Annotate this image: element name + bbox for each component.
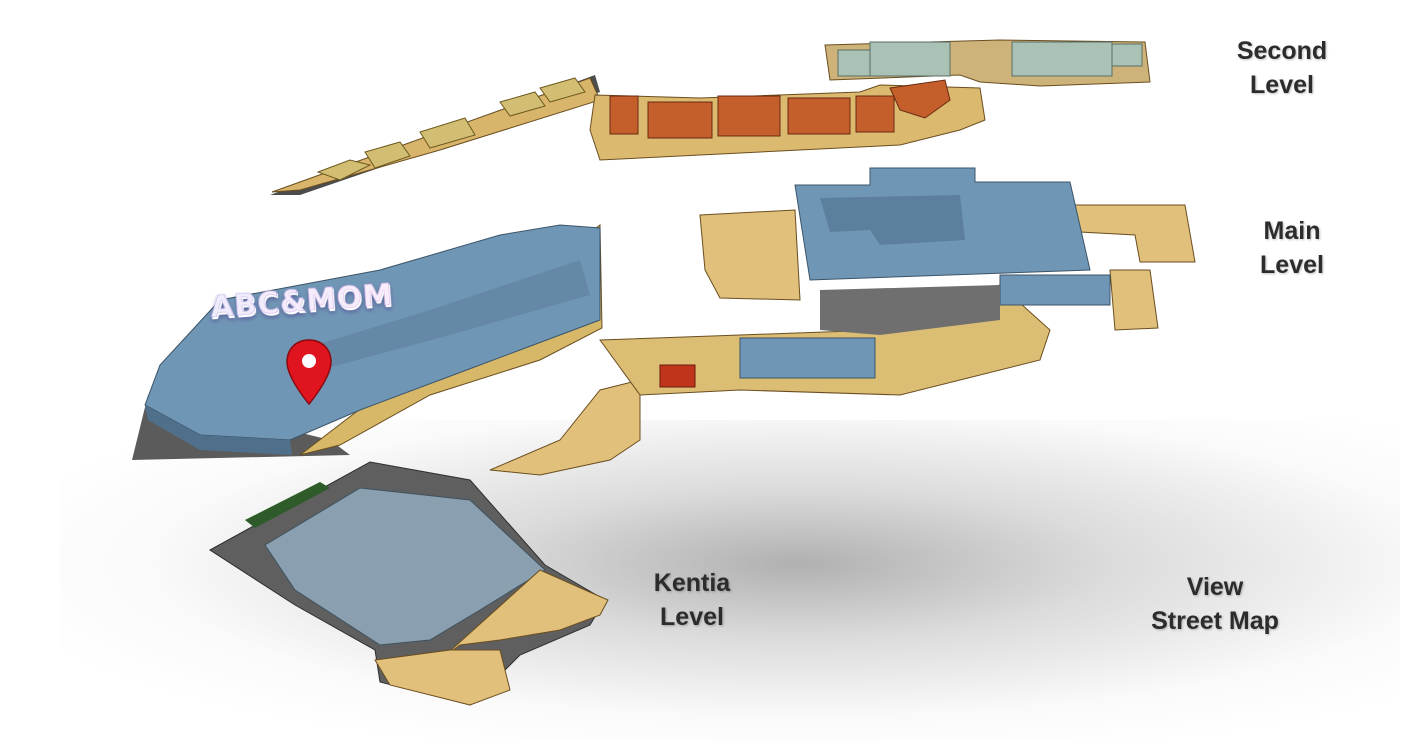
view-street-map-link[interactable]: View Street Map [1151, 573, 1279, 635]
location-pin-icon[interactable] [284, 338, 334, 408]
main-level-floor-west[interactable] [132, 224, 641, 476]
kentia-level-label[interactable]: Kentia Level [653, 569, 731, 631]
main-level-floor-east[interactable] [599, 167, 1196, 396]
second-level-floor[interactable] [270, 39, 1151, 195]
second-level-label[interactable]: Second Level [1236, 37, 1328, 99]
main-level-label[interactable]: Main Level [1260, 217, 1324, 279]
kentia-level-floor[interactable] [209, 461, 609, 706]
